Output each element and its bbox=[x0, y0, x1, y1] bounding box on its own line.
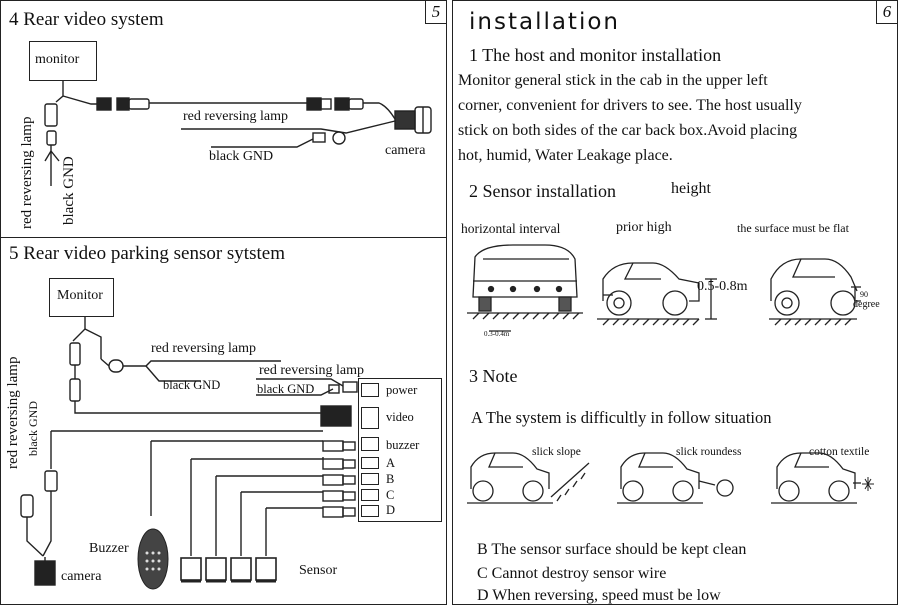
note-a: A The system is difficultly in follow si… bbox=[471, 408, 772, 427]
red-reversing-lamp-label-2: red reversing lamp bbox=[259, 363, 364, 378]
vertical-black-gnd-label-2: black GND bbox=[26, 401, 40, 456]
section-5-title: 5 Rear video parking sensor sytstem bbox=[9, 243, 285, 264]
height-label: height bbox=[671, 180, 711, 197]
black-gnd-label: black GND bbox=[209, 149, 274, 164]
angle-value: 90 bbox=[860, 290, 868, 299]
port-video: video bbox=[386, 410, 414, 424]
difficult-situations-illustrations bbox=[467, 452, 874, 504]
rear-video-wiring-diagram bbox=[44, 81, 432, 186]
red-reversing-lamp-label-1: red reversing lamp bbox=[151, 341, 256, 356]
note-b: B The sensor surface should be kept clea… bbox=[477, 541, 747, 558]
section-1-line-4: hot, humid, Water Leakage place. bbox=[458, 147, 673, 164]
section-1-heading: 1 The host and monitor installation bbox=[469, 45, 722, 65]
monitor-box-2: Monitor bbox=[49, 278, 114, 317]
red-reversing-lamp-label: red reversing lamp bbox=[183, 109, 288, 124]
section-2-heading: 2 Sensor installation bbox=[469, 181, 616, 201]
surface-flat-label: the surface must be flat bbox=[737, 221, 849, 235]
degree-label: degree bbox=[853, 299, 880, 310]
host-box: power video buzzer A B C D bbox=[358, 378, 442, 522]
section-1-line-3: stick on both sides of the car back box.… bbox=[458, 122, 798, 139]
height-range-value: 0.5-0.8m bbox=[697, 279, 748, 294]
section-1-line-2: corner, convenient for drivers to see. T… bbox=[458, 97, 802, 114]
installation-title: installation bbox=[469, 9, 620, 35]
port-buzzer: buzzer bbox=[386, 438, 420, 452]
camera-label-2: camera bbox=[61, 569, 102, 584]
section-1-line-1: Monitor general stick in the cab in the … bbox=[458, 72, 768, 89]
right-page: 6 installation 1 The host and monitor in… bbox=[452, 0, 898, 605]
page-number-6: 6 bbox=[876, 1, 897, 24]
buzzer-label: Buzzer bbox=[89, 541, 129, 556]
page-number: 5 bbox=[425, 1, 446, 24]
section-divider bbox=[1, 237, 446, 238]
horizontal-interval-label: horizontal interval bbox=[461, 221, 561, 236]
cotton-textile-label: cotton textile bbox=[809, 446, 870, 458]
port-d: D bbox=[386, 503, 396, 517]
section-4-title: 4 Rear video system bbox=[9, 9, 164, 30]
monitor-label: monitor bbox=[35, 52, 80, 67]
left-page: 5 4 Rear video system bbox=[0, 0, 447, 605]
slick-slope-label: slick slope bbox=[532, 446, 581, 458]
port-a: A bbox=[386, 456, 396, 470]
port-b: B bbox=[386, 472, 395, 486]
port-c: C bbox=[386, 488, 395, 502]
prior-high-label: prior high bbox=[616, 220, 672, 235]
monitor-box: monitor bbox=[29, 41, 97, 81]
slick-roundess-label: slick roundess bbox=[676, 446, 742, 458]
note-c: C Cannot destroy sensor wire bbox=[477, 565, 667, 582]
camera-label: camera bbox=[385, 143, 426, 158]
monitor-label-2: Monitor bbox=[57, 288, 103, 303]
port-power: power bbox=[386, 383, 418, 397]
sensor-installation-illustrations bbox=[467, 244, 861, 332]
section-3-heading: 3 Note bbox=[469, 366, 518, 386]
interval-value: 0.3-0.4m bbox=[484, 330, 510, 338]
black-gnd-label-1: black GND bbox=[163, 378, 221, 392]
note-d: D When reversing, speed must be low bbox=[477, 587, 721, 604]
parking-sensor-wiring-diagram bbox=[20, 317, 358, 590]
vertical-red-reversing-lamp-label-2: red reversing lamp bbox=[5, 356, 21, 469]
black-gnd-label-2: black GND bbox=[257, 382, 315, 396]
sensor-label: Sensor bbox=[299, 563, 338, 578]
